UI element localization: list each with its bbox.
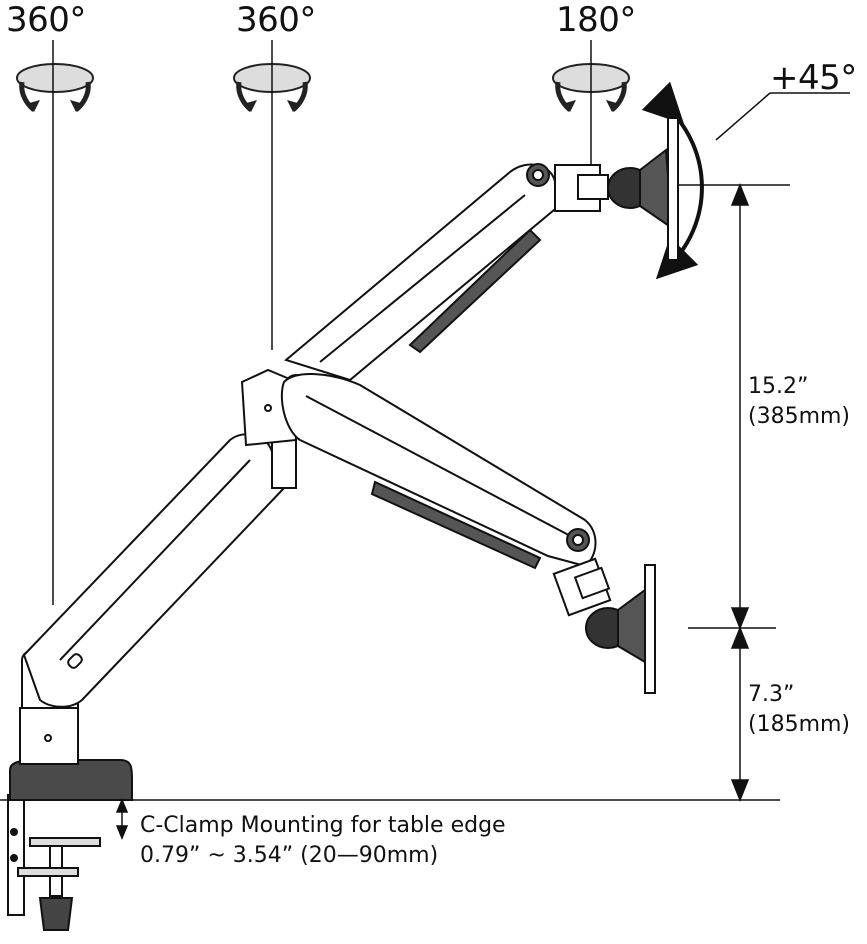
height-dimension-lines <box>688 182 776 803</box>
clamp-range: 0.79” ~ 3.54” (20—90mm) <box>140 843 439 868</box>
tilt-indicator <box>641 81 850 280</box>
lower-height-value: 7.3” <box>748 682 795 707</box>
lower-height-metric: (185mm) <box>748 712 851 737</box>
upper-height-metric: (385mm) <box>748 404 851 429</box>
rotate-180-head-icon <box>552 63 630 112</box>
axis-lines <box>52 40 592 605</box>
head-rotation-label: 180° <box>556 0 636 40</box>
vesa-head-bottom <box>552 557 656 694</box>
tilt-label: +45° <box>770 58 857 98</box>
vesa-head-top <box>554 117 679 261</box>
mid-rotation-label: 360° <box>236 0 316 40</box>
upper-arm-raised <box>283 163 562 382</box>
desk-clamp <box>0 794 780 931</box>
base-rotation-label: 360° <box>6 0 86 40</box>
rotate-360-base-icon <box>16 63 94 112</box>
clamp-gap-arrow <box>115 798 129 840</box>
upper-arm-lowered <box>280 373 597 570</box>
upper-height-value: 15.2” <box>748 374 809 399</box>
lower-arm <box>22 433 297 708</box>
clamp-title: C-Clamp Mounting for table edge <box>140 813 506 838</box>
